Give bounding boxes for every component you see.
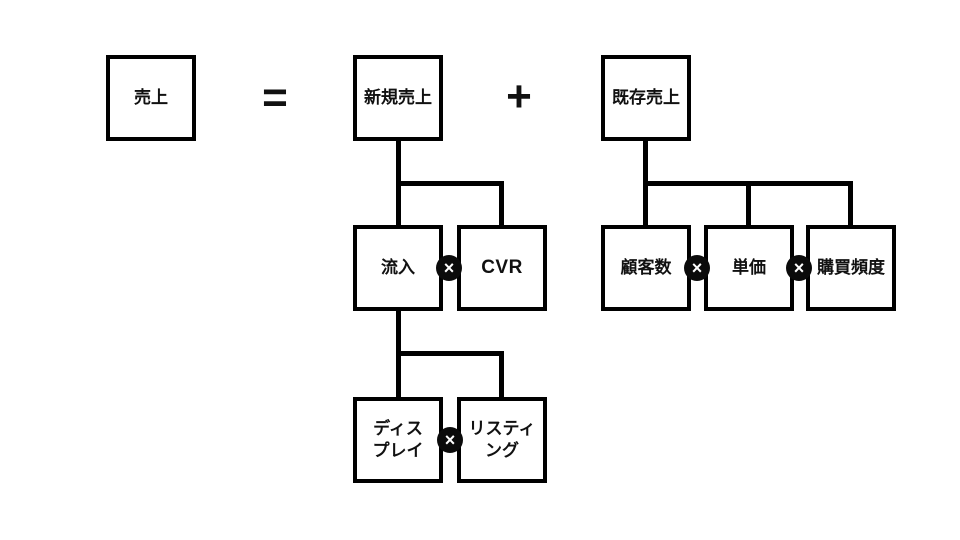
node-unit-price: 単価	[704, 225, 794, 311]
node-listing-ads: リスティ ング	[457, 397, 547, 483]
node-new-sales: 新規売上	[353, 55, 443, 141]
connector-line	[499, 351, 504, 399]
multiply-icon: ×	[437, 427, 463, 453]
connector-line	[499, 181, 504, 227]
connector-line	[746, 181, 751, 227]
connector-line	[848, 181, 853, 227]
multiply-icon: ×	[684, 255, 710, 281]
node-purchase-frequency: 購買頻度	[806, 225, 896, 311]
node-inflow: 流入	[353, 225, 443, 311]
node-customers: 顧客数	[601, 225, 691, 311]
node-sales: 売上	[106, 55, 196, 141]
connector-line	[396, 351, 504, 356]
equals-operator: =	[262, 73, 288, 122]
multiply-icon: ×	[436, 255, 462, 281]
connector-line	[396, 181, 504, 186]
multiply-icon: ×	[786, 255, 812, 281]
node-display-ads: ディス プレイ	[353, 397, 443, 483]
node-cvr: CVR	[457, 225, 547, 311]
plus-operator: +	[506, 72, 532, 121]
node-existing-sales: 既存売上	[601, 55, 691, 141]
